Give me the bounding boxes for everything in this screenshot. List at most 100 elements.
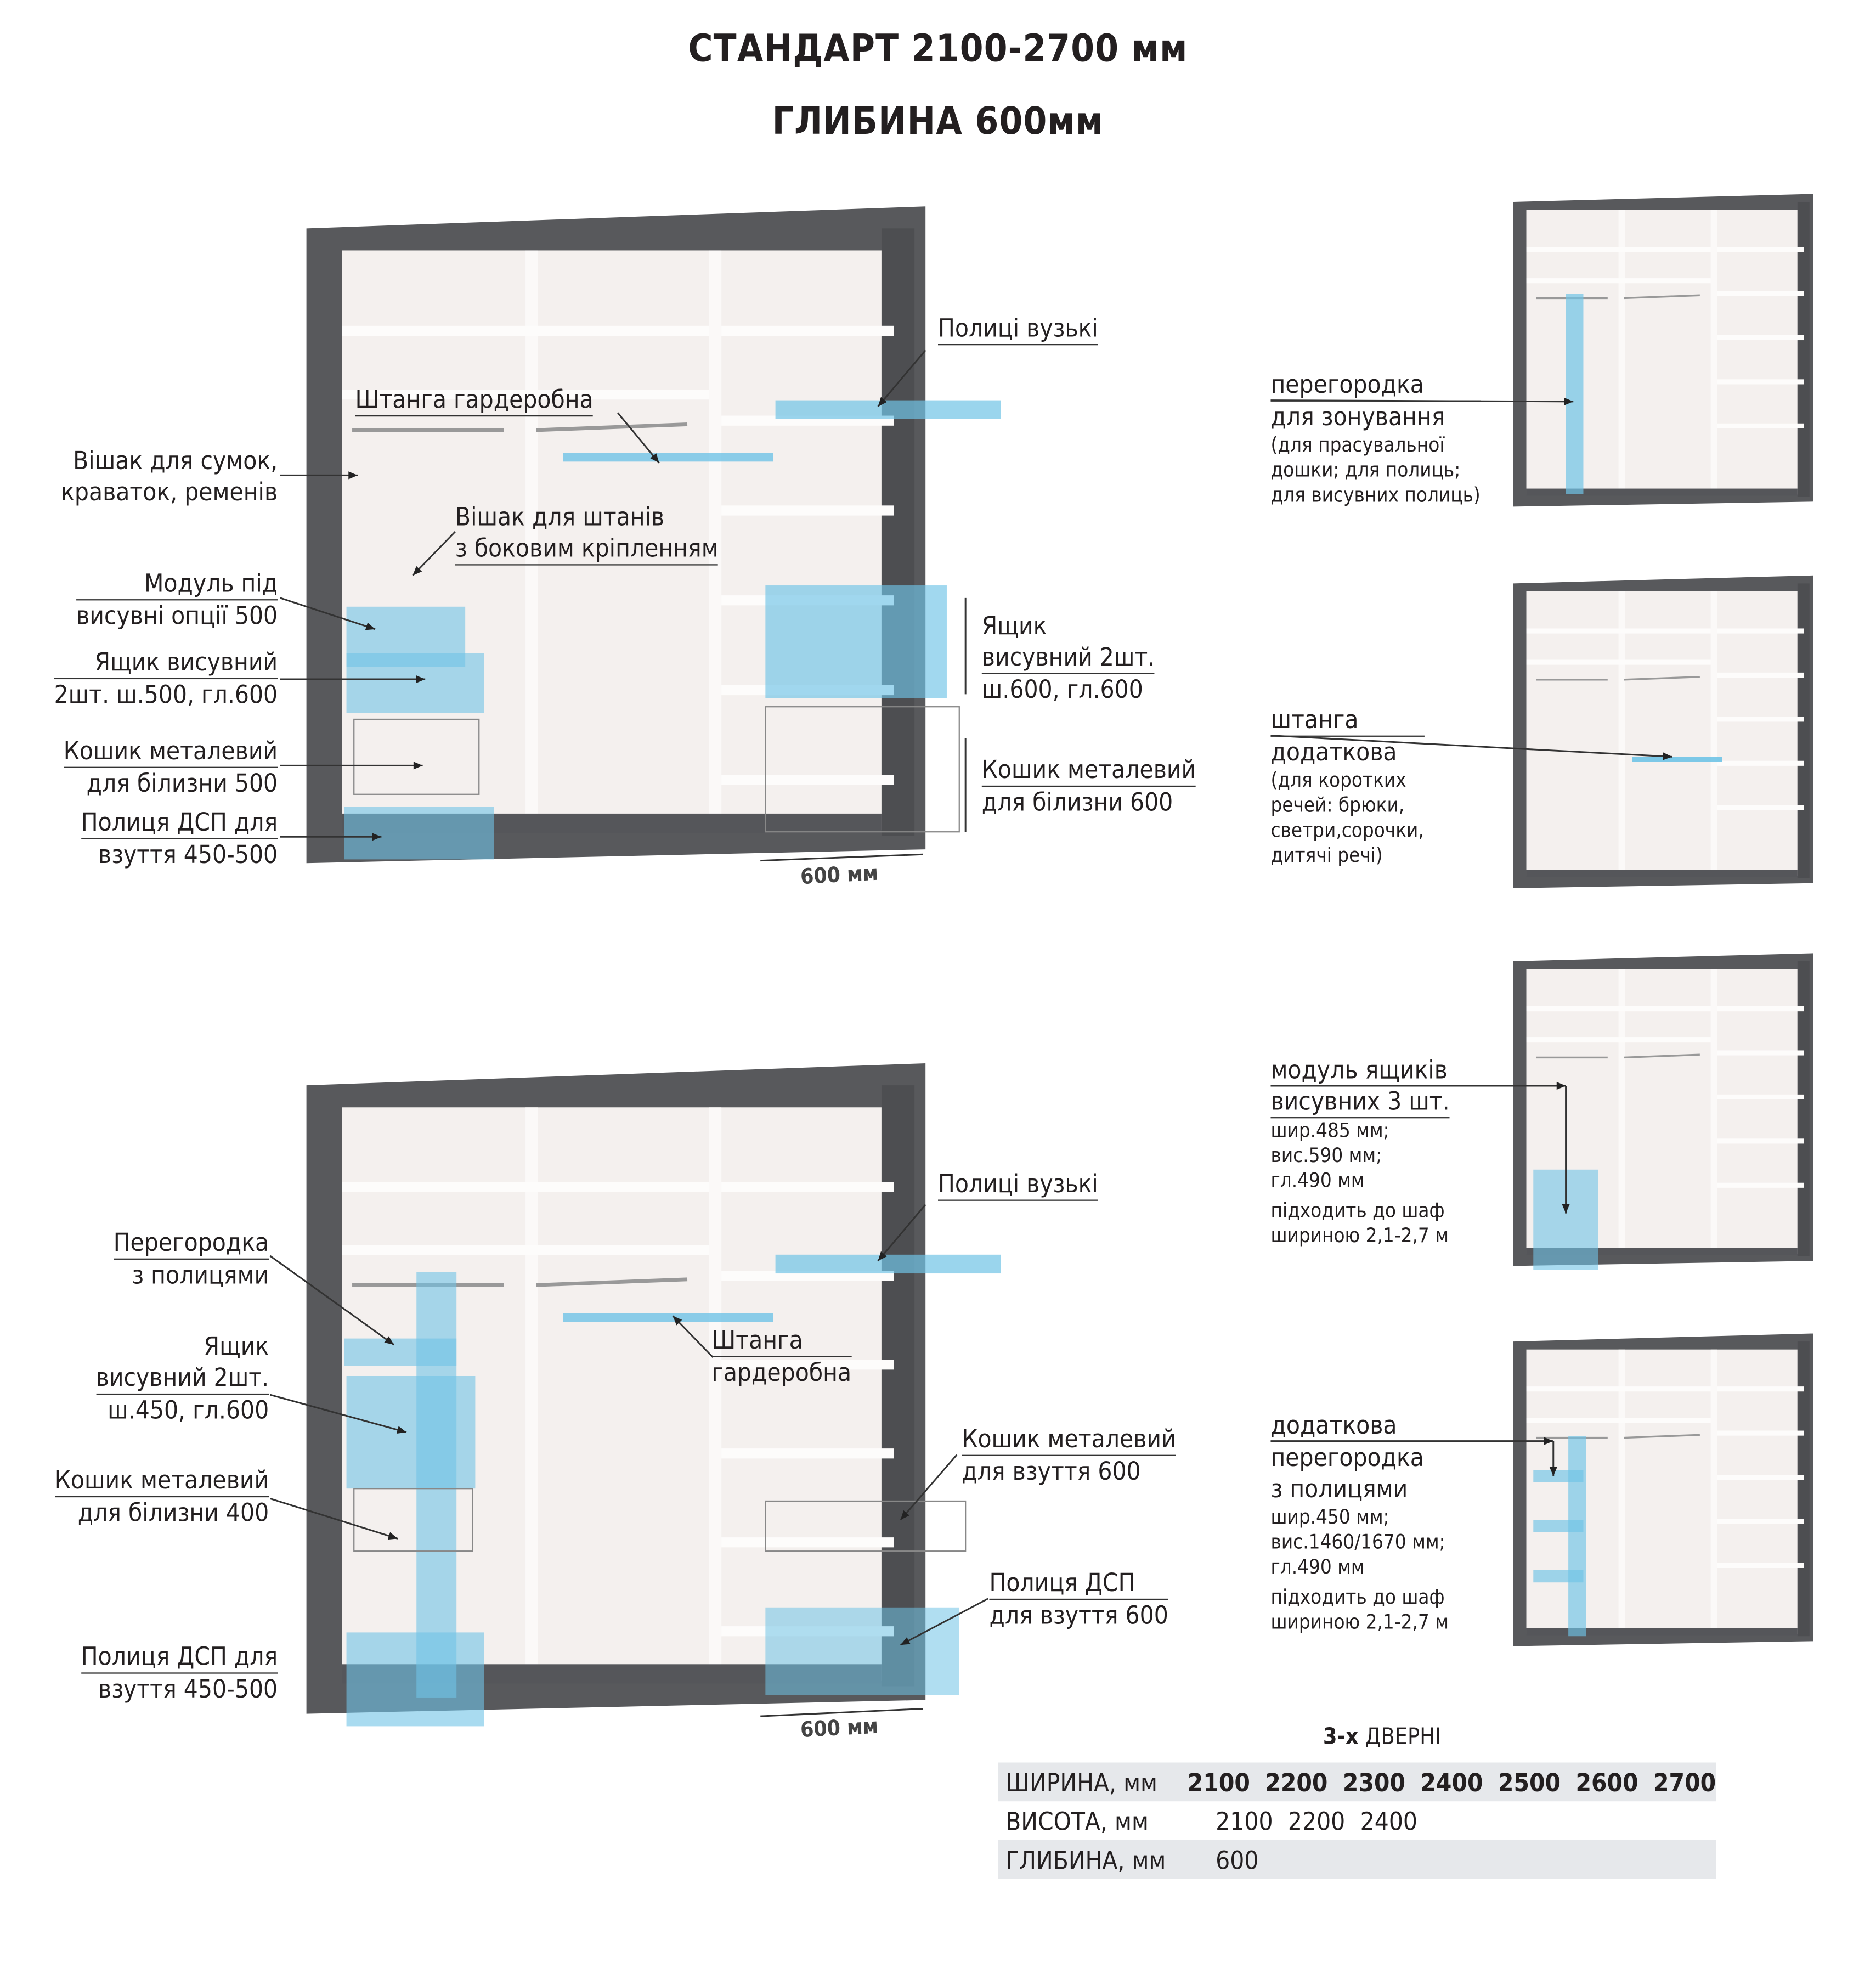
- bottom-wardrobe-right-shelf-2: [721, 1360, 894, 1370]
- arrow-extra-rod-line: [1270, 735, 1672, 758]
- arrow-shoe-basket-arrowhead: [900, 1510, 909, 1520]
- option-wardrobe-0-right-shelf-1: [1717, 291, 1804, 296]
- option-wardrobe-2-right-shelf-0: [1717, 1006, 1804, 1012]
- arrow-rod-2-line: [672, 1315, 714, 1358]
- arrow-drawer-module-arrowhead: [1562, 1204, 1570, 1214]
- spec-caption: 3-х ДВЕРНІ: [1323, 1723, 1441, 1750]
- option-wardrobe-1-floor: [1526, 870, 1798, 877]
- extra-rod-highlight: [1632, 757, 1722, 762]
- arrow-drawer-left-arrowhead: [416, 675, 426, 684]
- top-wardrobe-interior: [342, 250, 882, 831]
- option-wardrobe-1-right-shelf-0: [1717, 628, 1804, 634]
- arrow-module-line: [280, 597, 376, 630]
- option-wardrobe-0-divider-1: [1710, 210, 1717, 495]
- arrow-shoe-shelf-600-line: [900, 1598, 988, 1646]
- bottom-wardrobe-open-section: [881, 1085, 915, 1687]
- option-wardrobe-1-rod-middle: [1624, 675, 1700, 681]
- rod-highlight-2: [563, 1313, 773, 1322]
- option-wardrobe-1-right-shelf-3: [1717, 760, 1804, 766]
- bottom-wardrobe-right-shelf-3: [721, 1448, 894, 1459]
- label-narrow-shelves-top: Полиці вузькі: [938, 313, 1098, 346]
- narrow-shelf-highlight: [775, 400, 1001, 419]
- bottom-wardrobe-divider-1: [709, 1107, 722, 1681]
- arrow-extra-rod-arrowhead: [1663, 752, 1672, 760]
- spec-row-depth: ГЛИБИНА, мм 600: [998, 1840, 1716, 1879]
- drawer-right-highlight: [765, 585, 947, 698]
- option-wardrobe-0-right-shelf-4: [1717, 423, 1804, 428]
- top-wardrobe-right-shelf-0: [721, 325, 894, 336]
- top-wardrobe-top-shelf-1: [342, 390, 709, 400]
- option-wardrobe-3-right-shelf-0: [1717, 1386, 1804, 1392]
- option-wardrobe-2-open-section: [1797, 961, 1810, 1256]
- dimension-line-top: [760, 853, 923, 862]
- extra-partition-shelf-3: [1533, 1570, 1584, 1583]
- option-wardrobe-3-rod-middle: [1624, 1434, 1700, 1439]
- option-wardrobe-0-right-shelf-0: [1717, 247, 1804, 252]
- option-wardrobe-2-divider-0: [1618, 969, 1625, 1254]
- arrow-trouser-line: [412, 531, 456, 576]
- label-bag-hanger: Вішак для сумок,краваток, ременів: [61, 445, 278, 507]
- dimension-top: 600 мм: [800, 861, 879, 890]
- bottom-wardrobe-rod-middle: [536, 1277, 688, 1287]
- title-depth: ГЛИБИНА 600мм: [772, 100, 1104, 144]
- title-standard: СТАНДАРТ 2100-2700 мм: [688, 27, 1188, 71]
- option-wardrobe-1-right-shelf-2: [1717, 717, 1804, 722]
- option-wardrobe-1-top-shelf-1: [1526, 659, 1711, 665]
- option-wardrobe-1-right-shelf-4: [1717, 805, 1804, 810]
- label-rod-top: Штанга гардеробна: [355, 384, 594, 417]
- top-wardrobe-divider-1: [709, 250, 722, 831]
- basket-left: [353, 718, 480, 795]
- arrow-basket-bottom-arrowhead: [387, 1532, 398, 1540]
- option-wardrobe-3-right-shelf-3: [1717, 1519, 1804, 1524]
- arrow-narrow-shelves-2-line: [877, 1204, 926, 1262]
- bottom-wardrobe-right-shelf-4: [721, 1537, 894, 1548]
- arrow-partition-line: [269, 1255, 395, 1346]
- bottom-wardrobe-top-shelf-0: [342, 1182, 709, 1192]
- arrow-basket-bottom-line: [270, 1498, 398, 1540]
- arrow-drawer-bottom-line: [270, 1394, 407, 1434]
- option-wardrobe-2-divider-1: [1710, 969, 1717, 1254]
- basket-bottom: [353, 1488, 473, 1552]
- option-wardrobe-3-divider-1: [1710, 1349, 1717, 1634]
- arrow-drawer-module-h-arrowhead: [1556, 1081, 1566, 1090]
- option-wardrobe-2-right-shelf-1: [1717, 1050, 1804, 1056]
- arrow-rod-2-arrowhead: [673, 1316, 682, 1326]
- top-wardrobe-top-shelf-0: [342, 325, 709, 336]
- extra-partition-shelf-2: [1533, 1520, 1584, 1532]
- arrow-extra-partition-h-arrowhead: [1544, 1437, 1553, 1445]
- top-wardrobe-right-shelf-2: [721, 505, 894, 516]
- arrow-trouser-arrowhead: [413, 566, 422, 576]
- option-wardrobe-1-right-shelf-1: [1717, 672, 1804, 678]
- drawer-left-highlight: [346, 653, 484, 713]
- shoe-basket: [765, 1500, 967, 1552]
- bottom-wardrobe-top-shelf-1: [342, 1245, 709, 1255]
- option-wardrobe-1-open-section: [1797, 583, 1810, 878]
- option-wardrobe-1-divider-0: [1618, 591, 1625, 876]
- option-wardrobe-1-divider-1: [1710, 591, 1717, 876]
- option-wardrobe-3-right-shelf-1: [1717, 1430, 1804, 1436]
- arrow-narrow-shelves-line: [877, 349, 926, 407]
- zoning-partition-highlight: [1566, 294, 1584, 494]
- option-wardrobe-2-right-shelf-2: [1717, 1094, 1804, 1099]
- option-wardrobe-3-right-shelf-4: [1717, 1563, 1804, 1568]
- option-wardrobe-2-top-shelf-1: [1526, 1037, 1711, 1043]
- arrow-rod-arrowhead: [650, 453, 659, 463]
- shoe-shelf-highlight: [344, 807, 494, 860]
- arrow-rod-line: [617, 412, 660, 464]
- drawer-bottom-highlight: [346, 1376, 476, 1489]
